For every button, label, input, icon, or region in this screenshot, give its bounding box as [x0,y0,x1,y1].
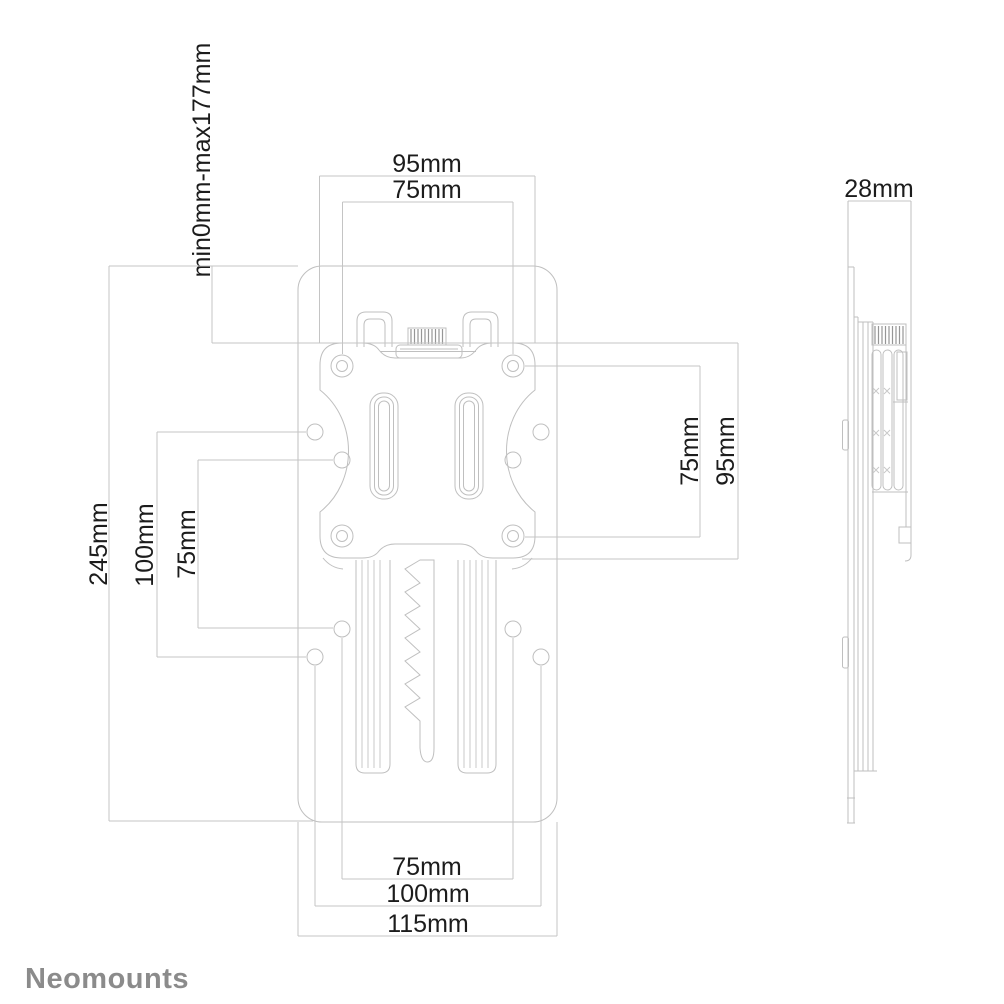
thumb-wheel [407,327,447,346]
mounting-hole [306,648,324,666]
dim-right-outer-95mm: 95mm [522,343,740,560]
dim-bottom-middle-100mm: 100mm [314,666,542,908]
mounting-hole [532,648,550,666]
brand-logo: Neomounts [25,963,189,995]
dim-top-outer-95mm: 95mm [319,150,536,343]
dim-left-outer-245mm: 245mm [85,265,313,822]
dim-top-inner-75mm: 75mm [342,176,514,354]
outer-plate [297,265,558,823]
side-screw-tab [898,526,912,544]
dim-adjustment-range: min0mm-max177mm [188,43,738,344]
dim-side-depth-28mm: 28mm [844,175,913,203]
right-rail [457,560,497,774]
dimension-label-adjustment-range: min0mm-max177mm [188,43,216,278]
mounting-hole [333,451,351,469]
dimension-label-left-inner: 75mm [173,509,201,578]
mounting-hole [504,620,522,638]
dim-right-inner-75mm: 75mm [525,365,704,538]
vesa-hole [330,354,525,548]
mounting-hole [532,423,550,441]
dimension-label-right-inner: 75mm [676,416,704,485]
side-wall-plate [842,201,859,824]
dim-bottom-inner-75mm: 75mm [341,638,514,881]
mounting-hole [306,423,324,441]
dim-bottom-outer-115mm: 115mm [297,822,558,938]
dimension-label-bottom-outer: 115mm [387,910,469,938]
dim-left-inner-75mm: 75mm [173,459,333,629]
vesa-plate [319,342,536,570]
top-clamp-mechanism [356,311,499,359]
dim-left-middle-100mm: 100mm [131,431,306,658]
adjustment-slot [369,392,484,500]
dimension-label-left-outer: 245mm [85,502,113,585]
side-clip [842,419,849,451]
side-carrier-plate [854,321,877,772]
dimension-label-side-depth: 28mm [844,175,913,203]
mounting-hole [333,620,351,638]
rail-assembly [355,559,497,774]
right-hook [462,311,499,347]
dimension-label-left-middle: 100mm [131,503,159,586]
dimension-label-bottom-inner: 75mm [392,853,461,881]
side-bracket [896,351,908,401]
dimension-label-top-outer: 95mm [392,150,461,178]
side-vesa-assembly [871,201,912,771]
dimension-label-top-inner: 75mm [392,176,461,204]
ratchet-strip [404,559,435,763]
mounting-hole [504,451,522,469]
left-hook [356,311,393,347]
side-view: 28mm [842,175,914,824]
dimension-label-right-outer: 95mm [712,416,740,485]
dimension-label-bottom-middle: 100mm [386,880,469,908]
side-clip [842,636,849,669]
left-rail [355,560,391,774]
side-thumb-wheel [871,323,907,346]
front-view: 95mm 75mm min0mm-max177mm 245mm 100mm 75… [85,43,740,938]
